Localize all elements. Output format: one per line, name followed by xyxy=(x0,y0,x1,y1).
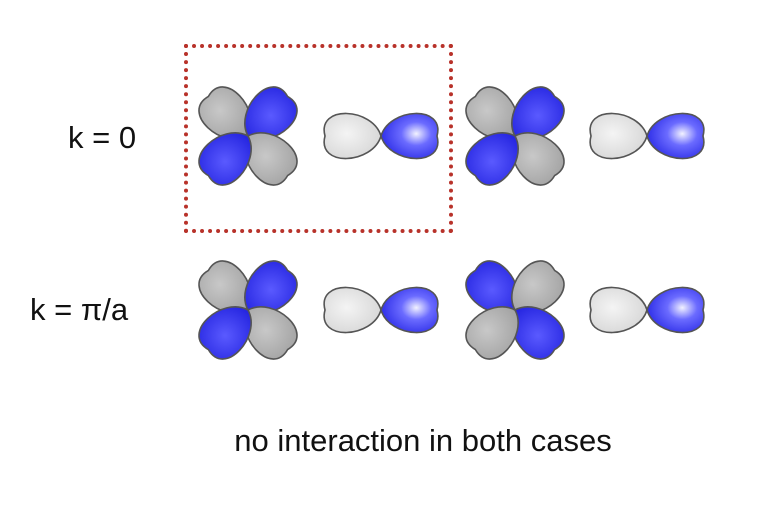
d-orbital-r1-2-lobe-bottom-left xyxy=(465,306,519,360)
d-orbital-r0-2-lobe-top-right xyxy=(511,86,565,140)
d-orbital-r1-0-lobe-top-left xyxy=(198,260,252,314)
diagram-caption: no interaction in both cases xyxy=(234,423,612,458)
p-orbital-r1-3-lobe-left xyxy=(589,286,648,334)
d-orbital-r1-2-lobe-top-left xyxy=(465,260,519,314)
d-orbital-r1-2-lobe-bottom-right xyxy=(511,306,565,360)
d-orbital-r1-2-lobe-top-right xyxy=(511,260,565,314)
row-label-k-pi-a: k = π/a xyxy=(30,292,129,327)
d-orbital-r0-2-lobe-bottom-right xyxy=(511,132,565,186)
p-orbital-r0-3-lobe-right xyxy=(646,112,705,160)
row-label-k0: k = 0 xyxy=(68,120,137,155)
p-orbital-r1-1-lobe-right xyxy=(380,286,439,334)
unit-cell-highlight xyxy=(184,44,453,233)
d-orbital-r1-0-lobe-bottom-left xyxy=(198,306,252,360)
d-orbital-r1-0-lobe-top-right xyxy=(244,260,298,314)
p-orbital-r0-1-lobe-left xyxy=(323,112,382,160)
d-orbital-r0-2-lobe-bottom-left xyxy=(465,132,519,186)
p-orbital-r0-1-lobe-right xyxy=(380,112,439,160)
p-orbital-r0-3-lobe-left xyxy=(589,112,648,160)
p-orbital-r1-3-lobe-right xyxy=(646,286,705,334)
d-orbital-r1-0-lobe-bottom-right xyxy=(244,306,298,360)
p-orbital-r1-1-lobe-left xyxy=(323,286,382,334)
d-orbital-r0-2-lobe-top-left xyxy=(465,86,519,140)
d-orbital-r0-0-lobe-bottom-left xyxy=(198,132,252,186)
